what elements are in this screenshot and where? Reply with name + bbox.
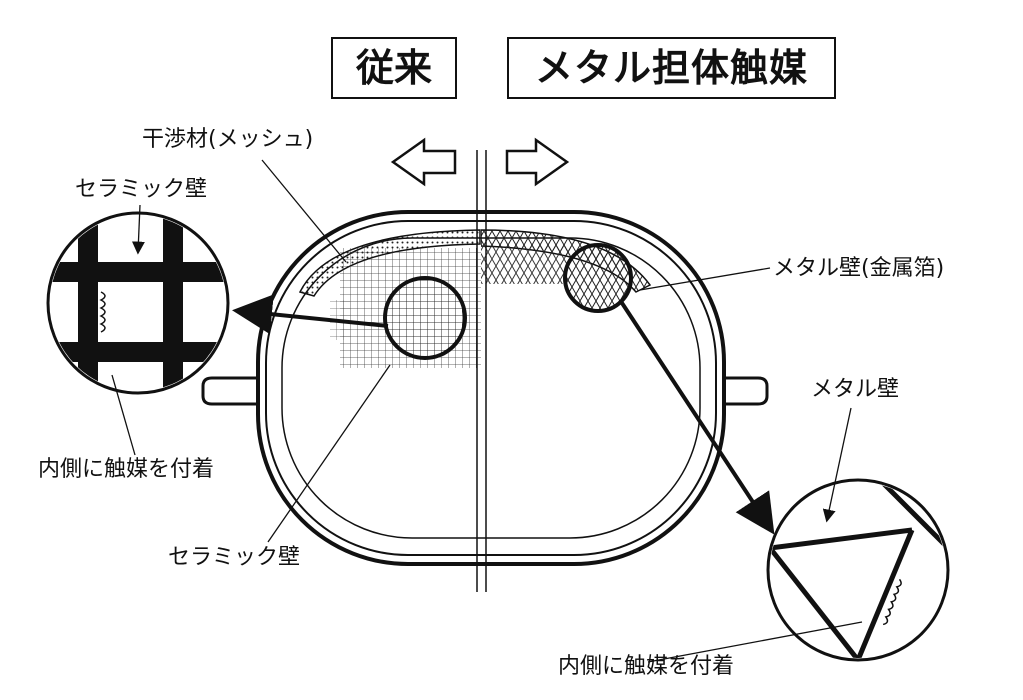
metal-honeycomb-section — [481, 229, 652, 293]
metal-wall-foil-label: メタル壁(金属箔) — [773, 256, 945, 281]
ceramic-magnify-circle — [383, 276, 467, 360]
left-outline-arrow — [390, 137, 457, 187]
conventional-heading: 従来 — [331, 37, 457, 99]
ceramic-wall-label-bottom: セラミック壁 — [168, 545, 301, 570]
metal-catalyst-heading: メタル担体触媒 — [507, 37, 836, 99]
metal-magnify-circle — [563, 243, 633, 313]
metal-wall-zoom — [766, 478, 950, 662]
right-outline-arrow — [505, 137, 570, 187]
center-divider — [476, 150, 487, 592]
ceramic-wall-zoom — [46, 211, 230, 395]
inside-catalyst-label-right: 内側に触媒を付着 — [558, 654, 735, 679]
ceramic-wall-label-top: セラミック壁 — [75, 177, 208, 202]
leader-lines — [111, 159, 863, 663]
inside-catalyst-label-left: 内側に触媒を付着 — [38, 457, 215, 482]
metal-wall-label: メタル壁 — [811, 377, 900, 402]
zoom-pointer-arrows — [232, 294, 775, 535]
mesh-label: 干渉材(メッシュ) — [142, 127, 314, 152]
